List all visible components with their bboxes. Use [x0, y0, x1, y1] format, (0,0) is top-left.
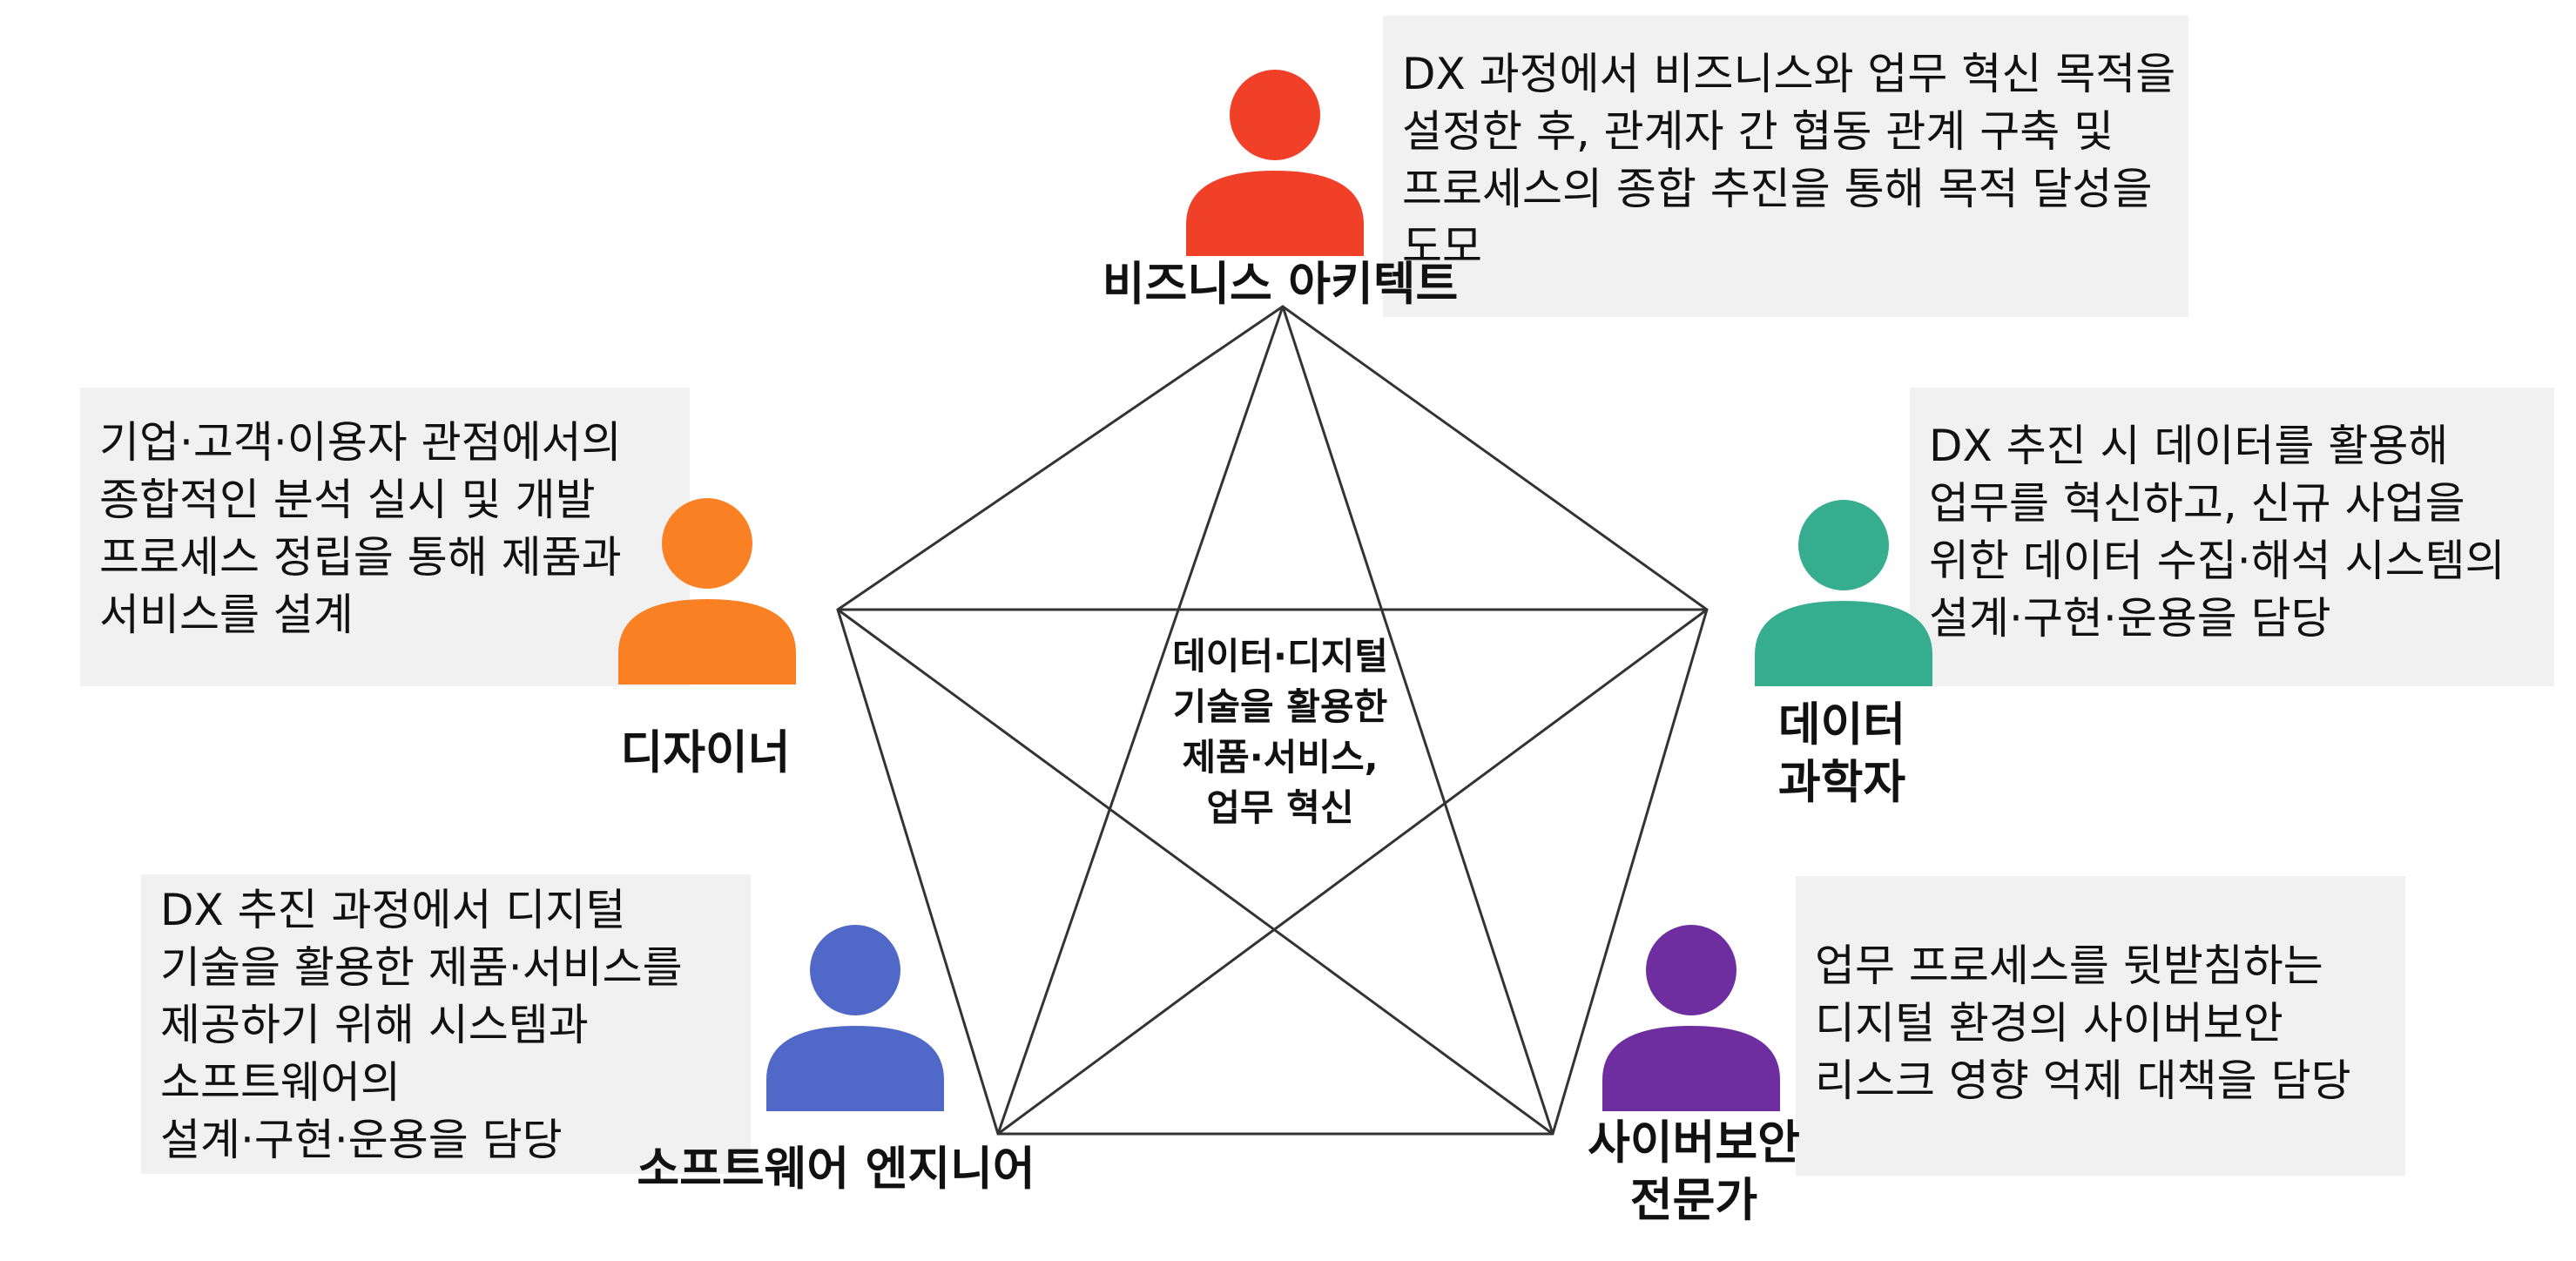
center-label: 데이터·디지털 기술을 활용한 제품·서비스, 업무 혁신 [1172, 635, 1388, 829]
business-architect-description: DX 과정에서 비즈니스와 업무 혁신 목적을 설정한 후, 관계자 간 협동 … [1383, 16, 2188, 317]
star-line-right-bottomleft [997, 608, 1708, 1136]
designer-description: 기업·고객·이용자 관점에서의 종합적인 분석 실시 및 개발 프로세스 정립을… [80, 388, 690, 686]
cybersecurity-person-icon [1602, 925, 1780, 1111]
star-line-left-bottomright [837, 608, 1554, 1136]
data-scientist-person-icon [1755, 500, 1932, 686]
star-line-top-bottomright [1281, 306, 1554, 1135]
software-engineer-label: 소프트웨어 엔지니어 [637, 1143, 1035, 1196]
software-engineer-description: DX 추진 과정에서 디지털 기술을 활용한 제품·서비스를 제공하기 위해 시… [141, 874, 751, 1174]
data-scientist-label: 데이터 과학자 [1777, 698, 1906, 809]
software-engineer-person-icon [766, 925, 944, 1111]
star-line-top-bottomleft [996, 306, 1285, 1135]
business-architect-person-icon [1186, 70, 1364, 256]
data-scientist-description: DX 추진 시 데이터를 활용해 업무를 혁신하고, 신규 사업을 위한 데이터… [1910, 388, 2554, 686]
designer-label: 디자이너 [620, 726, 791, 779]
designer-person-icon [618, 498, 796, 684]
business-architect-label: 비즈니스 아키텍트 [1102, 258, 1459, 311]
cybersecurity-label: 사이버보안 전문가 [1588, 1116, 1800, 1227]
pentagon-outline [836, 305, 1709, 1136]
cybersecurity-description: 업무 프로세스를 뒷받침하는 디지털 환경의 사이버보안 리스크 영향 억제 대… [1796, 876, 2405, 1176]
